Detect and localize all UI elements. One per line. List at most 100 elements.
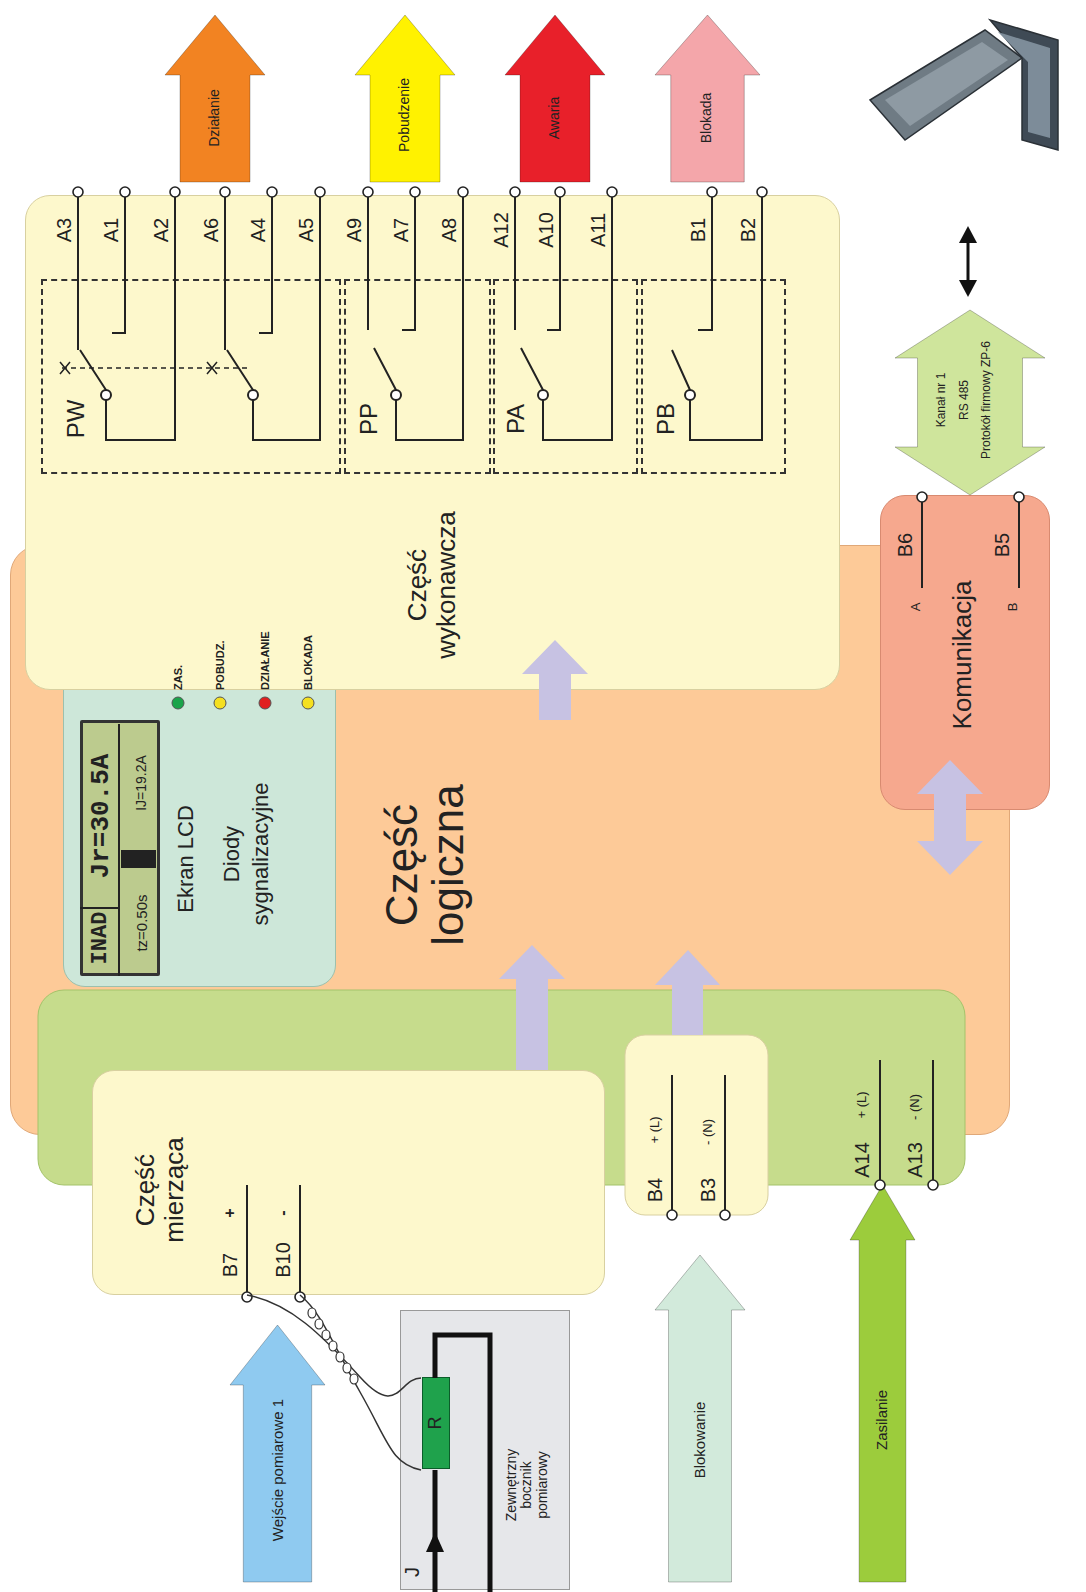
pin-label: B bbox=[1006, 603, 1020, 612]
terminals bbox=[295, 1292, 305, 1302]
node-text: tz=0.50s bbox=[134, 894, 151, 951]
terminals bbox=[607, 187, 617, 197]
output-arrow: Blokada bbox=[655, 15, 760, 182]
signal-leds bbox=[302, 697, 314, 709]
laptop-icon bbox=[870, 20, 1058, 150]
input-arrow: Wejście pomiarowe 1 bbox=[230, 1325, 325, 1582]
pin-label: A2 bbox=[150, 218, 172, 242]
terminal-wires bbox=[922, 502, 1019, 588]
arrow-shape bbox=[165, 15, 265, 182]
pin-label: A11 bbox=[587, 213, 609, 247]
arrow-shape bbox=[895, 310, 1045, 495]
twisted-pair-wire bbox=[343, 1363, 351, 1373]
bidirectional-arrow bbox=[959, 226, 977, 297]
terminals bbox=[315, 187, 325, 197]
node-text: PW bbox=[63, 400, 89, 439]
terminals bbox=[242, 1292, 252, 1302]
node-text: Diody sygnalizacyjne bbox=[218, 769, 275, 939]
pin-label: B3 bbox=[697, 1178, 719, 1202]
output-arrow: Działanie bbox=[165, 15, 265, 182]
shunt-conductor bbox=[426, 1335, 490, 1592]
terminal-band bbox=[625, 1035, 768, 1215]
node-text: INAD bbox=[89, 912, 113, 965]
terminals bbox=[510, 187, 520, 197]
pin-label: B2 bbox=[737, 218, 759, 242]
pin-label: A1 bbox=[100, 218, 122, 242]
laptop-icon bbox=[990, 20, 1058, 150]
bidirectional-arrow bbox=[959, 280, 977, 297]
terminals bbox=[220, 187, 230, 197]
pin-label: + bbox=[221, 1208, 239, 1217]
arrow-shape bbox=[505, 15, 605, 182]
relay-box: PW bbox=[41, 279, 341, 474]
twisted-pair-wire bbox=[322, 1330, 330, 1340]
flow-arrow bbox=[499, 945, 565, 1070]
signal-leds bbox=[259, 697, 271, 709]
twisted-pair-wire bbox=[308, 1308, 316, 1318]
relay-contacts bbox=[225, 197, 320, 440]
relay-contacts bbox=[101, 390, 695, 400]
arrow-shape bbox=[355, 15, 455, 182]
pin-label: - (N) bbox=[701, 1119, 715, 1145]
node-text: Pobudzenie bbox=[397, 78, 412, 152]
relay-contacts bbox=[368, 197, 463, 440]
signal-leds bbox=[214, 697, 226, 709]
terminals bbox=[267, 187, 277, 197]
relay-contacts bbox=[60, 362, 217, 374]
terminals bbox=[170, 187, 180, 197]
lcd-frame bbox=[80, 724, 119, 976]
terminals bbox=[667, 1210, 677, 1220]
execution-section: Część wykonawczaPWPPPAPB bbox=[25, 195, 840, 690]
relay-contacts bbox=[685, 390, 695, 400]
terminals bbox=[720, 1210, 730, 1220]
led-label: DZIAŁANIE bbox=[259, 631, 271, 690]
node-text: Działanie bbox=[207, 89, 222, 147]
pin-label: A7 bbox=[390, 218, 412, 242]
relay-contacts bbox=[60, 197, 762, 440]
shunt-conductor bbox=[435, 1335, 490, 1592]
relay-contacts bbox=[672, 197, 762, 440]
pin-label: B6 bbox=[894, 533, 916, 557]
node-text: Część mierząca bbox=[131, 1120, 188, 1260]
node-text: Kanał nr 1 bbox=[935, 373, 948, 428]
twisted-pair-wire bbox=[247, 1295, 421, 1470]
terminal-wires bbox=[880, 1060, 933, 1180]
laptop-icon bbox=[998, 32, 1050, 138]
relay-contacts bbox=[538, 390, 548, 400]
pin-label: A8 bbox=[438, 218, 460, 242]
laptop-icon bbox=[885, 42, 1008, 126]
block-input-arrow bbox=[655, 950, 720, 1035]
pin-label: A bbox=[909, 603, 923, 612]
terminals bbox=[73, 187, 83, 197]
twisted-pair-wire bbox=[350, 1374, 358, 1384]
pin-label: B10 bbox=[272, 1242, 294, 1278]
output-arrow: Pobudzenie bbox=[355, 15, 455, 182]
relay-contacts bbox=[62, 367, 250, 369]
pin-label: + (L) bbox=[648, 1116, 662, 1143]
terminals bbox=[707, 187, 717, 197]
node-text: Blokowanie bbox=[692, 1402, 709, 1479]
pin-label: A12 bbox=[490, 212, 512, 248]
node-text: Ekran LCD bbox=[174, 805, 198, 913]
terminals bbox=[757, 187, 767, 197]
led-label: POBUDZ. bbox=[214, 641, 226, 691]
node-text: Blokada bbox=[699, 93, 714, 144]
relay-contacts bbox=[391, 390, 401, 400]
twisted-pair-wire bbox=[247, 1295, 421, 1396]
pin-label: A5 bbox=[295, 218, 317, 242]
input-arrow: Blokowanie bbox=[655, 1255, 745, 1582]
relay-contacts bbox=[78, 197, 175, 440]
terminals bbox=[458, 187, 468, 197]
terminals bbox=[363, 187, 373, 197]
node-text: PP bbox=[356, 403, 382, 435]
twisted-pair-wire bbox=[300, 1295, 421, 1470]
terminals bbox=[928, 1180, 938, 1190]
terminals bbox=[875, 1180, 885, 1190]
flow-arrow bbox=[499, 945, 565, 1070]
flow-arrow bbox=[522, 640, 588, 720]
pin-label: A10 bbox=[535, 212, 557, 248]
arrow-shape bbox=[850, 1185, 915, 1582]
node-text: RS 485 bbox=[958, 380, 971, 420]
resistor-symbol: R bbox=[422, 1377, 450, 1469]
laptop-icon bbox=[870, 30, 1022, 140]
